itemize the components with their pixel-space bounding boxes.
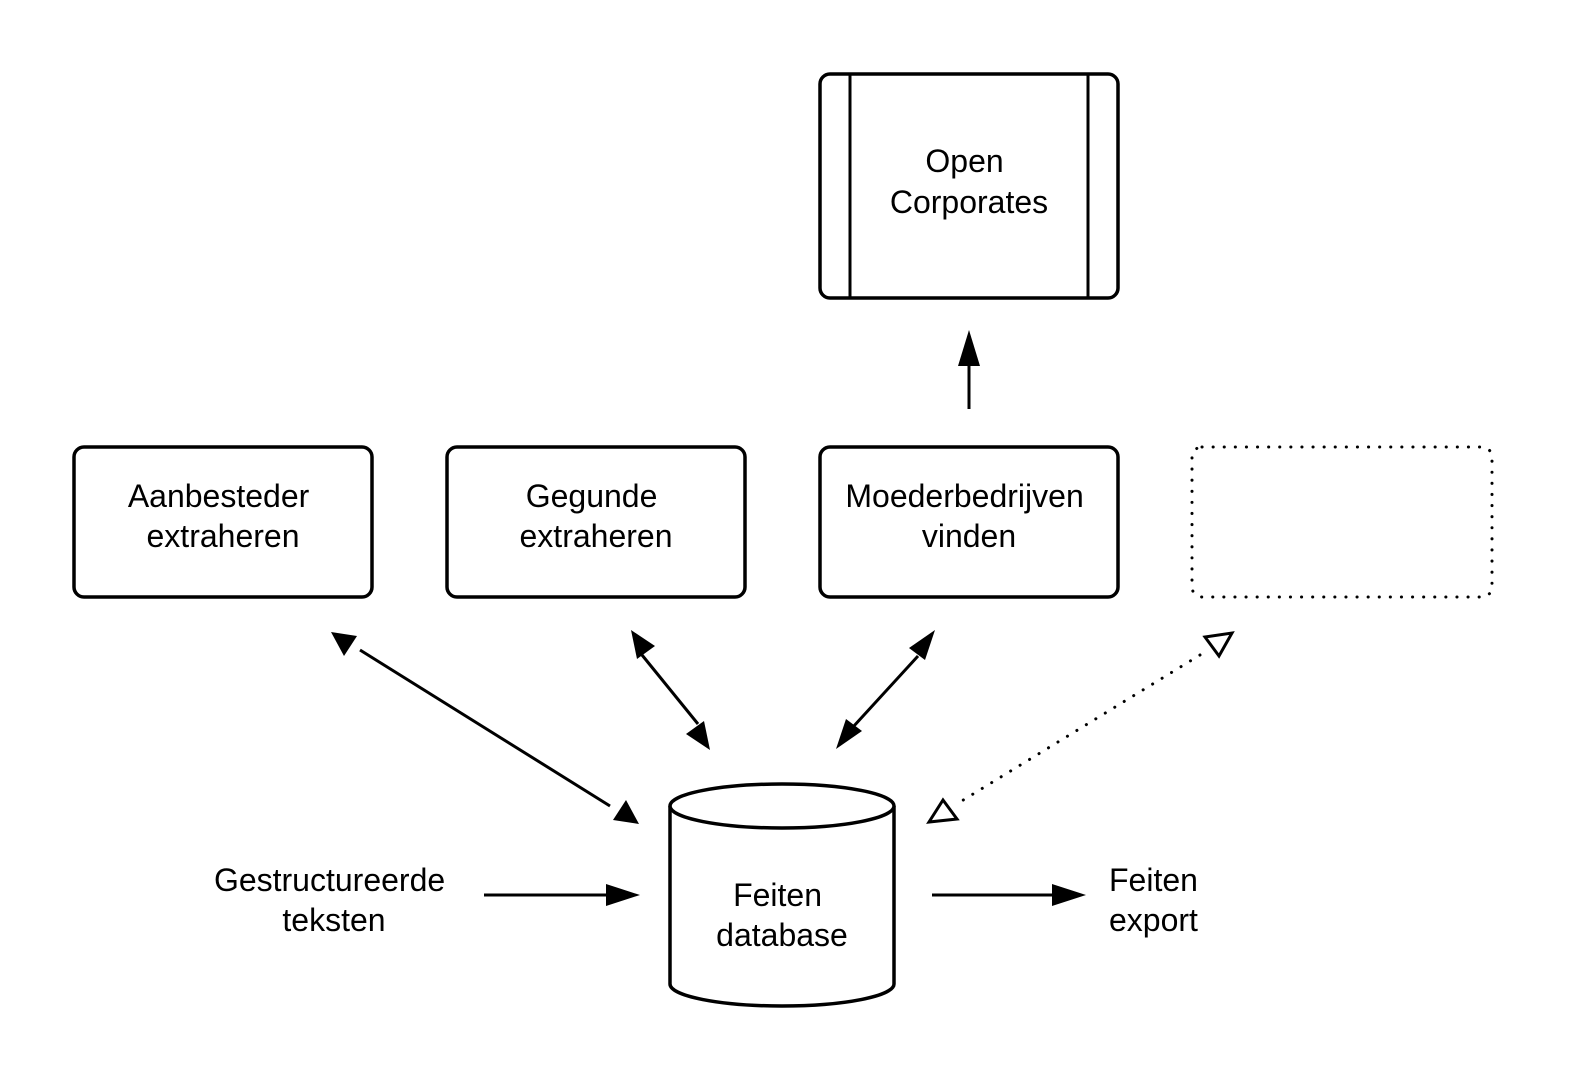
node-moederbedrijven-line-2: vinden [922,518,1016,554]
svg-text:Aanbesteder extraheren: Aanbesteder extraheren [128,478,318,554]
node-open-corporates: Open Corporates [818,72,1120,300]
node-open-corporates-line-1: Open [925,143,1003,179]
node-moederbedrijven-vinden: Moederbedrijven vinden [818,445,1120,599]
node-placeholder-dotted [1190,445,1494,599]
edge-moederbedrijven-to-open-corporates [958,330,980,409]
node-feiten-database: Feiten database [668,782,896,1008]
svg-text:Gegunde extraheren: Gegunde extraheren [520,478,673,554]
node-database-line-1: Feiten [733,877,822,913]
svg-text:Feiten database: Feiten database [716,877,848,953]
svg-text:Open Corporates: Open Corporates [890,143,1048,220]
edge-input-to-database [484,884,640,906]
edge-aanbesteder-database [331,632,639,824]
label-gestructureerde-teksten: Gestructureerde teksten [214,862,454,938]
node-aanbesteder-line-2: extraheren [147,518,300,554]
edge-gegunde-database [631,630,710,750]
node-gegunde-line-2: extraheren [520,518,673,554]
edge-database-to-output [932,884,1086,906]
node-open-corporates-line-2: Corporates [890,184,1048,220]
node-aanbesteder-line-1: Aanbesteder [128,478,310,514]
label-feiten-export: Feiten export [1109,862,1207,938]
svg-text:Moederbedrijven vinden: Moederbedrijven vinden [845,478,1092,554]
node-gegunde-line-1: Gegunde [526,478,658,514]
label-input-line-1: Gestructureerde [214,862,445,898]
node-database-line-2: database [716,917,848,953]
label-output-line-1: Feiten [1109,862,1198,898]
node-moederbedrijven-line-1: Moederbedrijven [845,478,1083,514]
edge-placeholder-database-dotted [926,631,1235,824]
node-gegunde-extraheren: Gegunde extraheren [445,445,747,599]
edge-moederbedrijven-database [836,630,935,749]
label-input-line-2: teksten [282,902,385,938]
label-output-line-2: export [1109,902,1198,938]
node-aanbesteder-extraheren: Aanbesteder extraheren [72,445,374,599]
